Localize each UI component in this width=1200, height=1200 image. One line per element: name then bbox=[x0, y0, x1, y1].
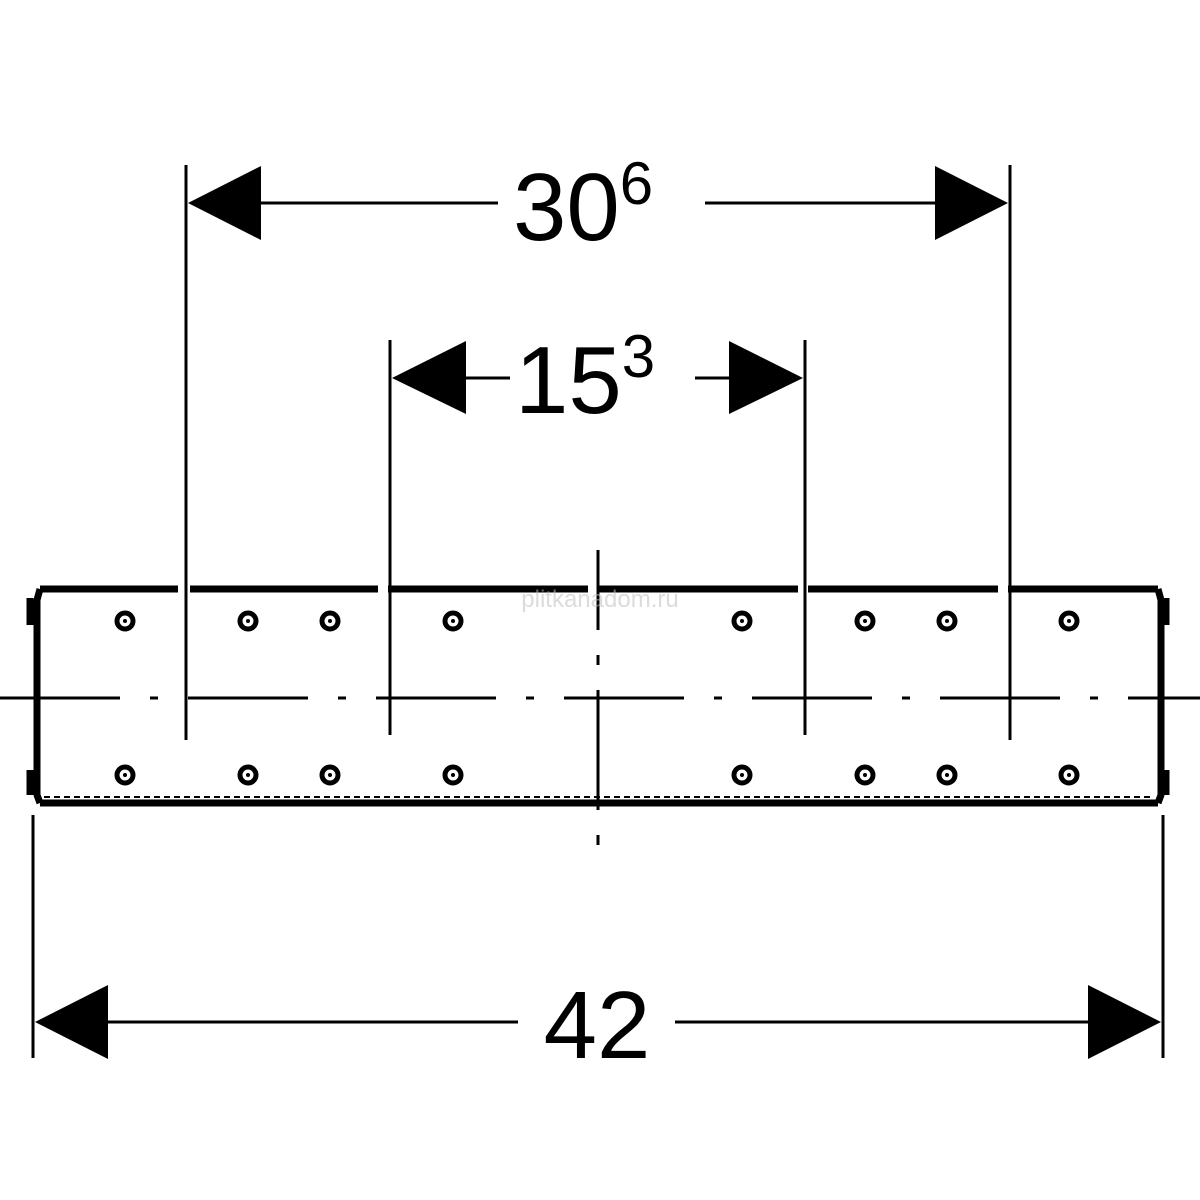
extension-lines bbox=[31, 165, 1165, 1058]
mounting-hole-center bbox=[740, 619, 744, 623]
mounting-hole-center bbox=[123, 619, 127, 623]
mounting-hole-center bbox=[451, 773, 455, 777]
mounting-holes bbox=[114, 610, 1080, 786]
mounting-hole-center bbox=[328, 619, 332, 623]
dim-outer-value: 306 bbox=[513, 150, 653, 261]
dim-inner-sup: 3 bbox=[622, 323, 655, 390]
mounting-hole-center bbox=[1067, 619, 1071, 623]
arrow-inner-left bbox=[392, 341, 466, 414]
arrow-inner-right bbox=[729, 341, 803, 414]
dim-outer-sup: 6 bbox=[620, 150, 653, 217]
arrow-overall-right bbox=[1088, 985, 1161, 1059]
center-lines bbox=[0, 550, 1200, 848]
arrow-overall-left bbox=[35, 985, 108, 1059]
dimension-inner: 153 bbox=[392, 323, 803, 434]
dim-overall-value: 42 bbox=[544, 972, 651, 1079]
mounting-hole-center bbox=[863, 773, 867, 777]
dim-outer-main: 30 bbox=[513, 154, 620, 261]
dim-overall-main: 42 bbox=[544, 972, 651, 1079]
mounting-hole-center bbox=[246, 619, 250, 623]
arrow-outer-right bbox=[935, 166, 1008, 240]
plate-right-edge bbox=[1154, 588, 1165, 805]
mounting-hole-center bbox=[945, 619, 949, 623]
mounting-hole-center bbox=[451, 619, 455, 623]
dim-inner-value: 153 bbox=[515, 323, 655, 434]
mounting-hole-center bbox=[123, 773, 127, 777]
mounting-hole-center bbox=[863, 619, 867, 623]
dim-inner-main: 15 bbox=[515, 327, 622, 434]
dimension-outer: 306 bbox=[188, 150, 1008, 261]
dimension-overall: 42 bbox=[35, 972, 1161, 1079]
mounting-hole-center bbox=[246, 773, 250, 777]
mounting-hole-center bbox=[328, 773, 332, 777]
mounting-hole-center bbox=[945, 773, 949, 777]
plate-left-edge bbox=[33, 588, 44, 805]
mounting-hole-center bbox=[740, 773, 744, 777]
mounting-hole-center bbox=[1067, 773, 1071, 777]
arrow-outer-left bbox=[188, 166, 261, 240]
watermark-text: plitkanadom.ru bbox=[521, 586, 678, 613]
